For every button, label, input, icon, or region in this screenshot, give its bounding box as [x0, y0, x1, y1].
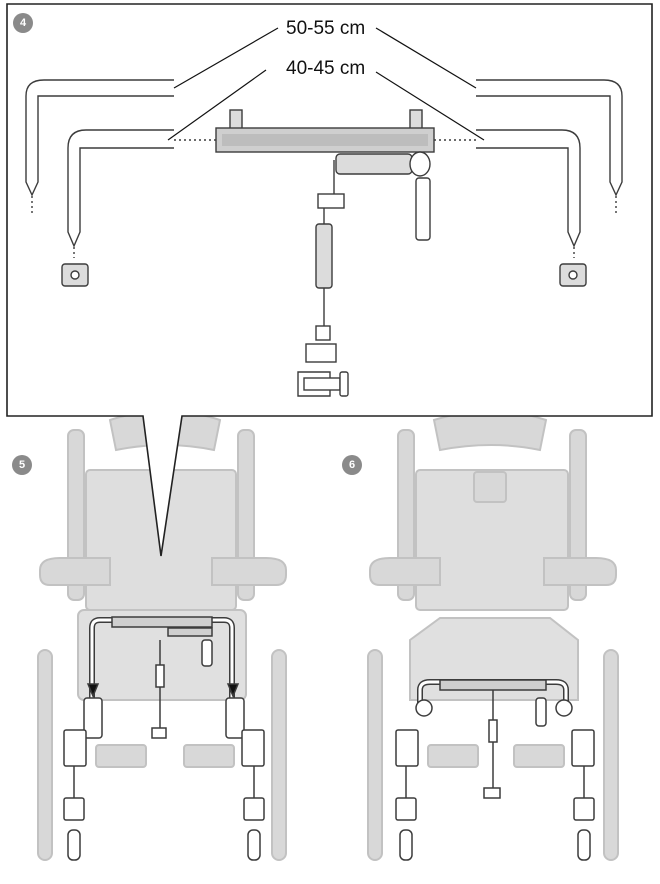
side-bar-outer-right [476, 79, 623, 214]
center-tray-bar [215, 109, 435, 153]
mounting-clamp-left [61, 263, 89, 287]
side-bar-inner-right [476, 129, 581, 258]
tray-assembly-mounting [63, 616, 265, 861]
dimension-leaders [167, 27, 485, 141]
dimension-label-outer: 50-55 cm [282, 18, 370, 40]
mounting-clamp-right [559, 263, 587, 287]
step-badge-4: 4 [13, 13, 33, 33]
dimension-label-inner: 40-45 cm [282, 58, 370, 80]
step-badge-5: 5 [12, 455, 32, 475]
side-bar-outer-left [25, 79, 174, 214]
detail-drawing [25, 79, 623, 397]
tray-assembly-mounted [395, 679, 595, 861]
side-bar-inner-left [67, 129, 174, 258]
step-badge-6: 6 [342, 455, 362, 475]
lever-assembly [297, 151, 431, 397]
